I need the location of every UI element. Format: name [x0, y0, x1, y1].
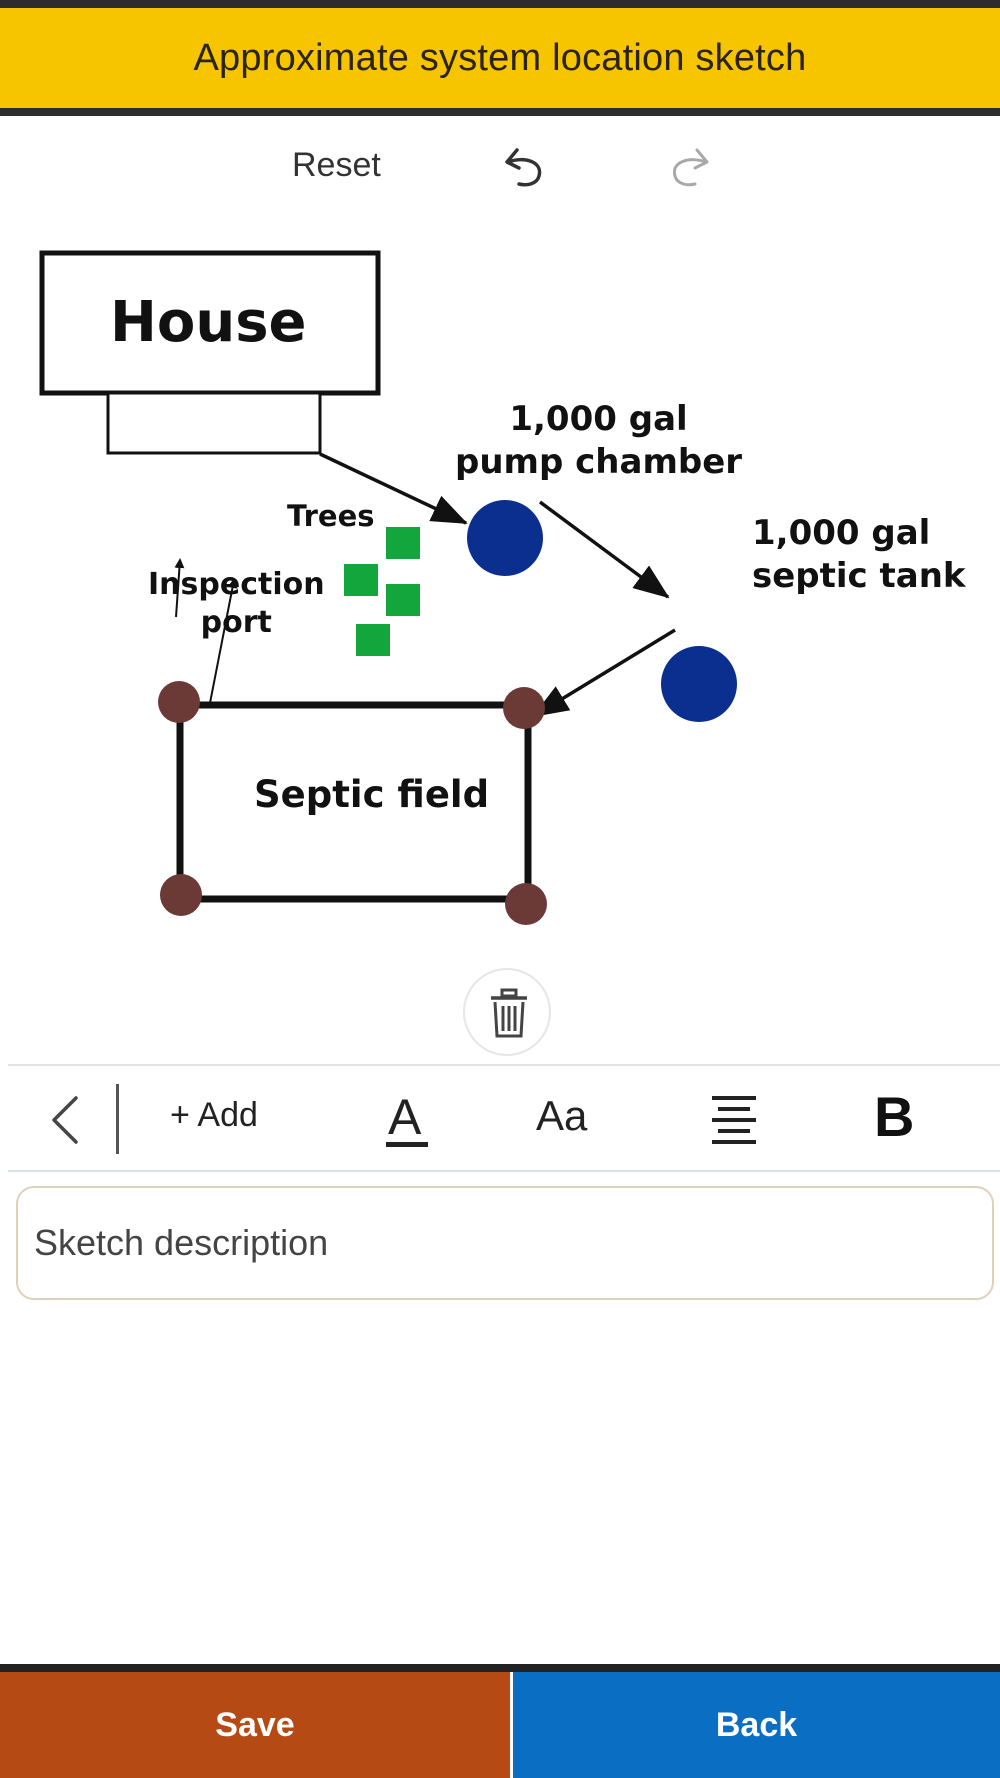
text-color-button[interactable]: A: [380, 1086, 436, 1152]
house-shape[interactable]: [39, 250, 381, 455]
inspection-ports[interactable]: [158, 681, 547, 925]
font-size-button[interactable]: Aa: [536, 1092, 588, 1139]
chevron-left-icon[interactable]: [46, 1094, 86, 1146]
bold-button[interactable]: B: [874, 1085, 915, 1148]
save-button[interactable]: Save: [0, 1672, 510, 1778]
trash-icon: [491, 988, 527, 1038]
inspection-port-label: Inspection port: [148, 567, 325, 640]
house-label: House: [110, 290, 307, 355]
page-title: Approximate system location sketch: [193, 36, 807, 79]
toolbar-divider: [116, 1084, 119, 1154]
pump-chamber-label: 1,000 gal pump chamber: [455, 399, 743, 482]
septic-field-shape[interactable]: [176, 701, 532, 903]
align-center-icon[interactable]: [708, 1092, 760, 1148]
reset-button[interactable]: Reset: [292, 146, 381, 184]
text-color-icon: A: [388, 1089, 422, 1145]
header-bar: Approximate system location sketch: [0, 0, 1000, 116]
trees-shape[interactable]: [344, 527, 420, 656]
sketch-description-input[interactable]: [16, 1186, 994, 1300]
septic-field-label: Septic field: [254, 773, 490, 816]
text-toolbar: + Add A Aa B: [8, 1064, 1000, 1172]
back-button[interactable]: Back: [510, 1672, 1000, 1778]
redo-icon[interactable]: [661, 138, 717, 194]
sketch-canvas[interactable]: House 1,000 gal pump chamber 1,000 gal s…: [0, 220, 1000, 960]
septic-tank-label: 1,000 gal septic tank: [752, 513, 966, 596]
add-text-button[interactable]: + Add: [170, 1096, 258, 1134]
undo-icon[interactable]: [497, 138, 553, 194]
trees-label: Trees: [287, 499, 375, 533]
text-color-underline: [386, 1142, 428, 1147]
pump-chamber-shape[interactable]: [467, 500, 543, 576]
sketch-tools: Reset: [0, 130, 1000, 206]
bottom-action-bar: Save Back: [0, 1664, 1000, 1778]
delete-button[interactable]: [463, 968, 551, 1056]
septic-tank-shape[interactable]: [661, 646, 737, 722]
